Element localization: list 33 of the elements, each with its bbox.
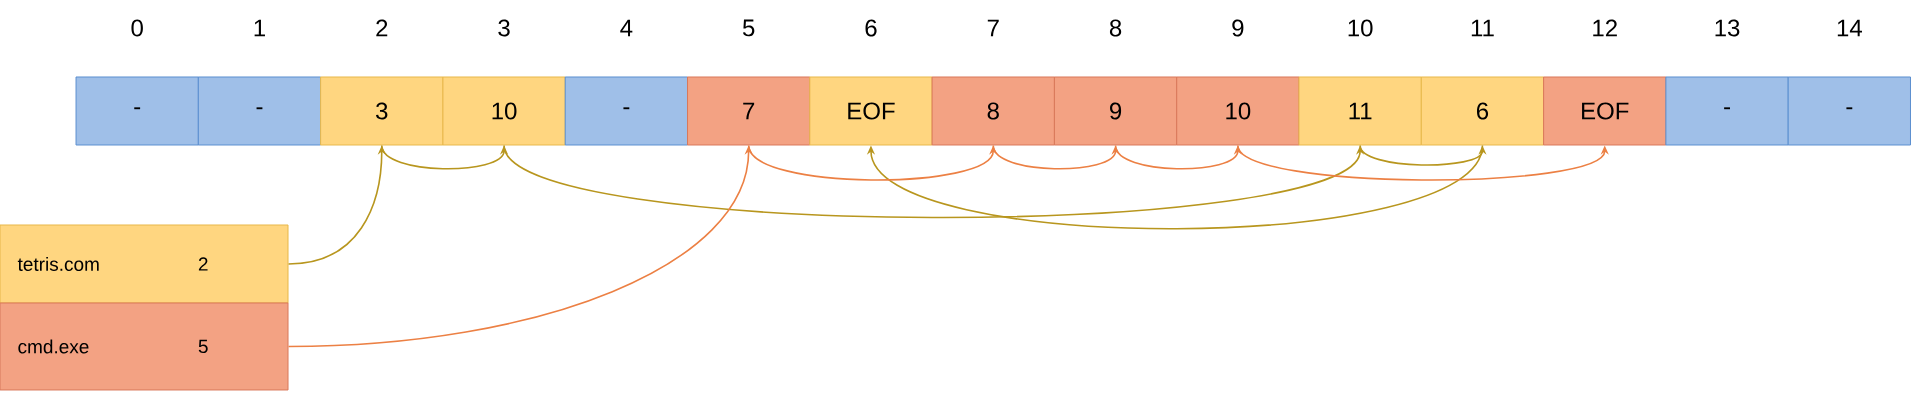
index-label: 12 (1593, 19, 1617, 37)
index-label: 14 (1837, 19, 1862, 37)
index-label: 11 (1471, 19, 1494, 37)
table-cell: 9 (1053, 76, 1178, 146)
file-entry-box: tetris.com 2 (0, 224, 289, 304)
index-label: 10 (1348, 19, 1373, 37)
index-label: 8 (1109, 19, 1122, 37)
table-cell: - (75, 76, 199, 146)
table-cell: 10 (442, 76, 566, 146)
table-cell: - (1787, 76, 1911, 146)
table-cell: 10 (1176, 76, 1300, 146)
table-cell: 11 (1298, 76, 1422, 146)
table-cell: - (564, 76, 688, 146)
index-label: 9 (1232, 19, 1244, 37)
table-cell: 6 (1420, 76, 1545, 146)
index-label: 0 (131, 19, 143, 37)
index-label: 6 (865, 19, 877, 37)
table-cell: 3 (320, 76, 444, 146)
index-label: 7 (987, 19, 999, 37)
table-cell: EOF (809, 76, 933, 146)
index-label: 5 (742, 19, 755, 37)
index-label: 4 (620, 19, 633, 37)
table-cell: EOF (1543, 76, 1667, 146)
arrow (866, 144, 1484, 230)
index-label: 3 (498, 19, 510, 37)
table-cell: - (1665, 76, 1789, 146)
file-entry-box: cmd.exe 5 (0, 302, 289, 391)
index-label: 13 (1715, 19, 1740, 37)
table-cell: 7 (687, 76, 811, 146)
index-label: 1 (254, 19, 265, 37)
table-cell: 8 (931, 76, 1055, 146)
table-cell: - (197, 76, 322, 146)
index-label: 2 (376, 19, 388, 37)
